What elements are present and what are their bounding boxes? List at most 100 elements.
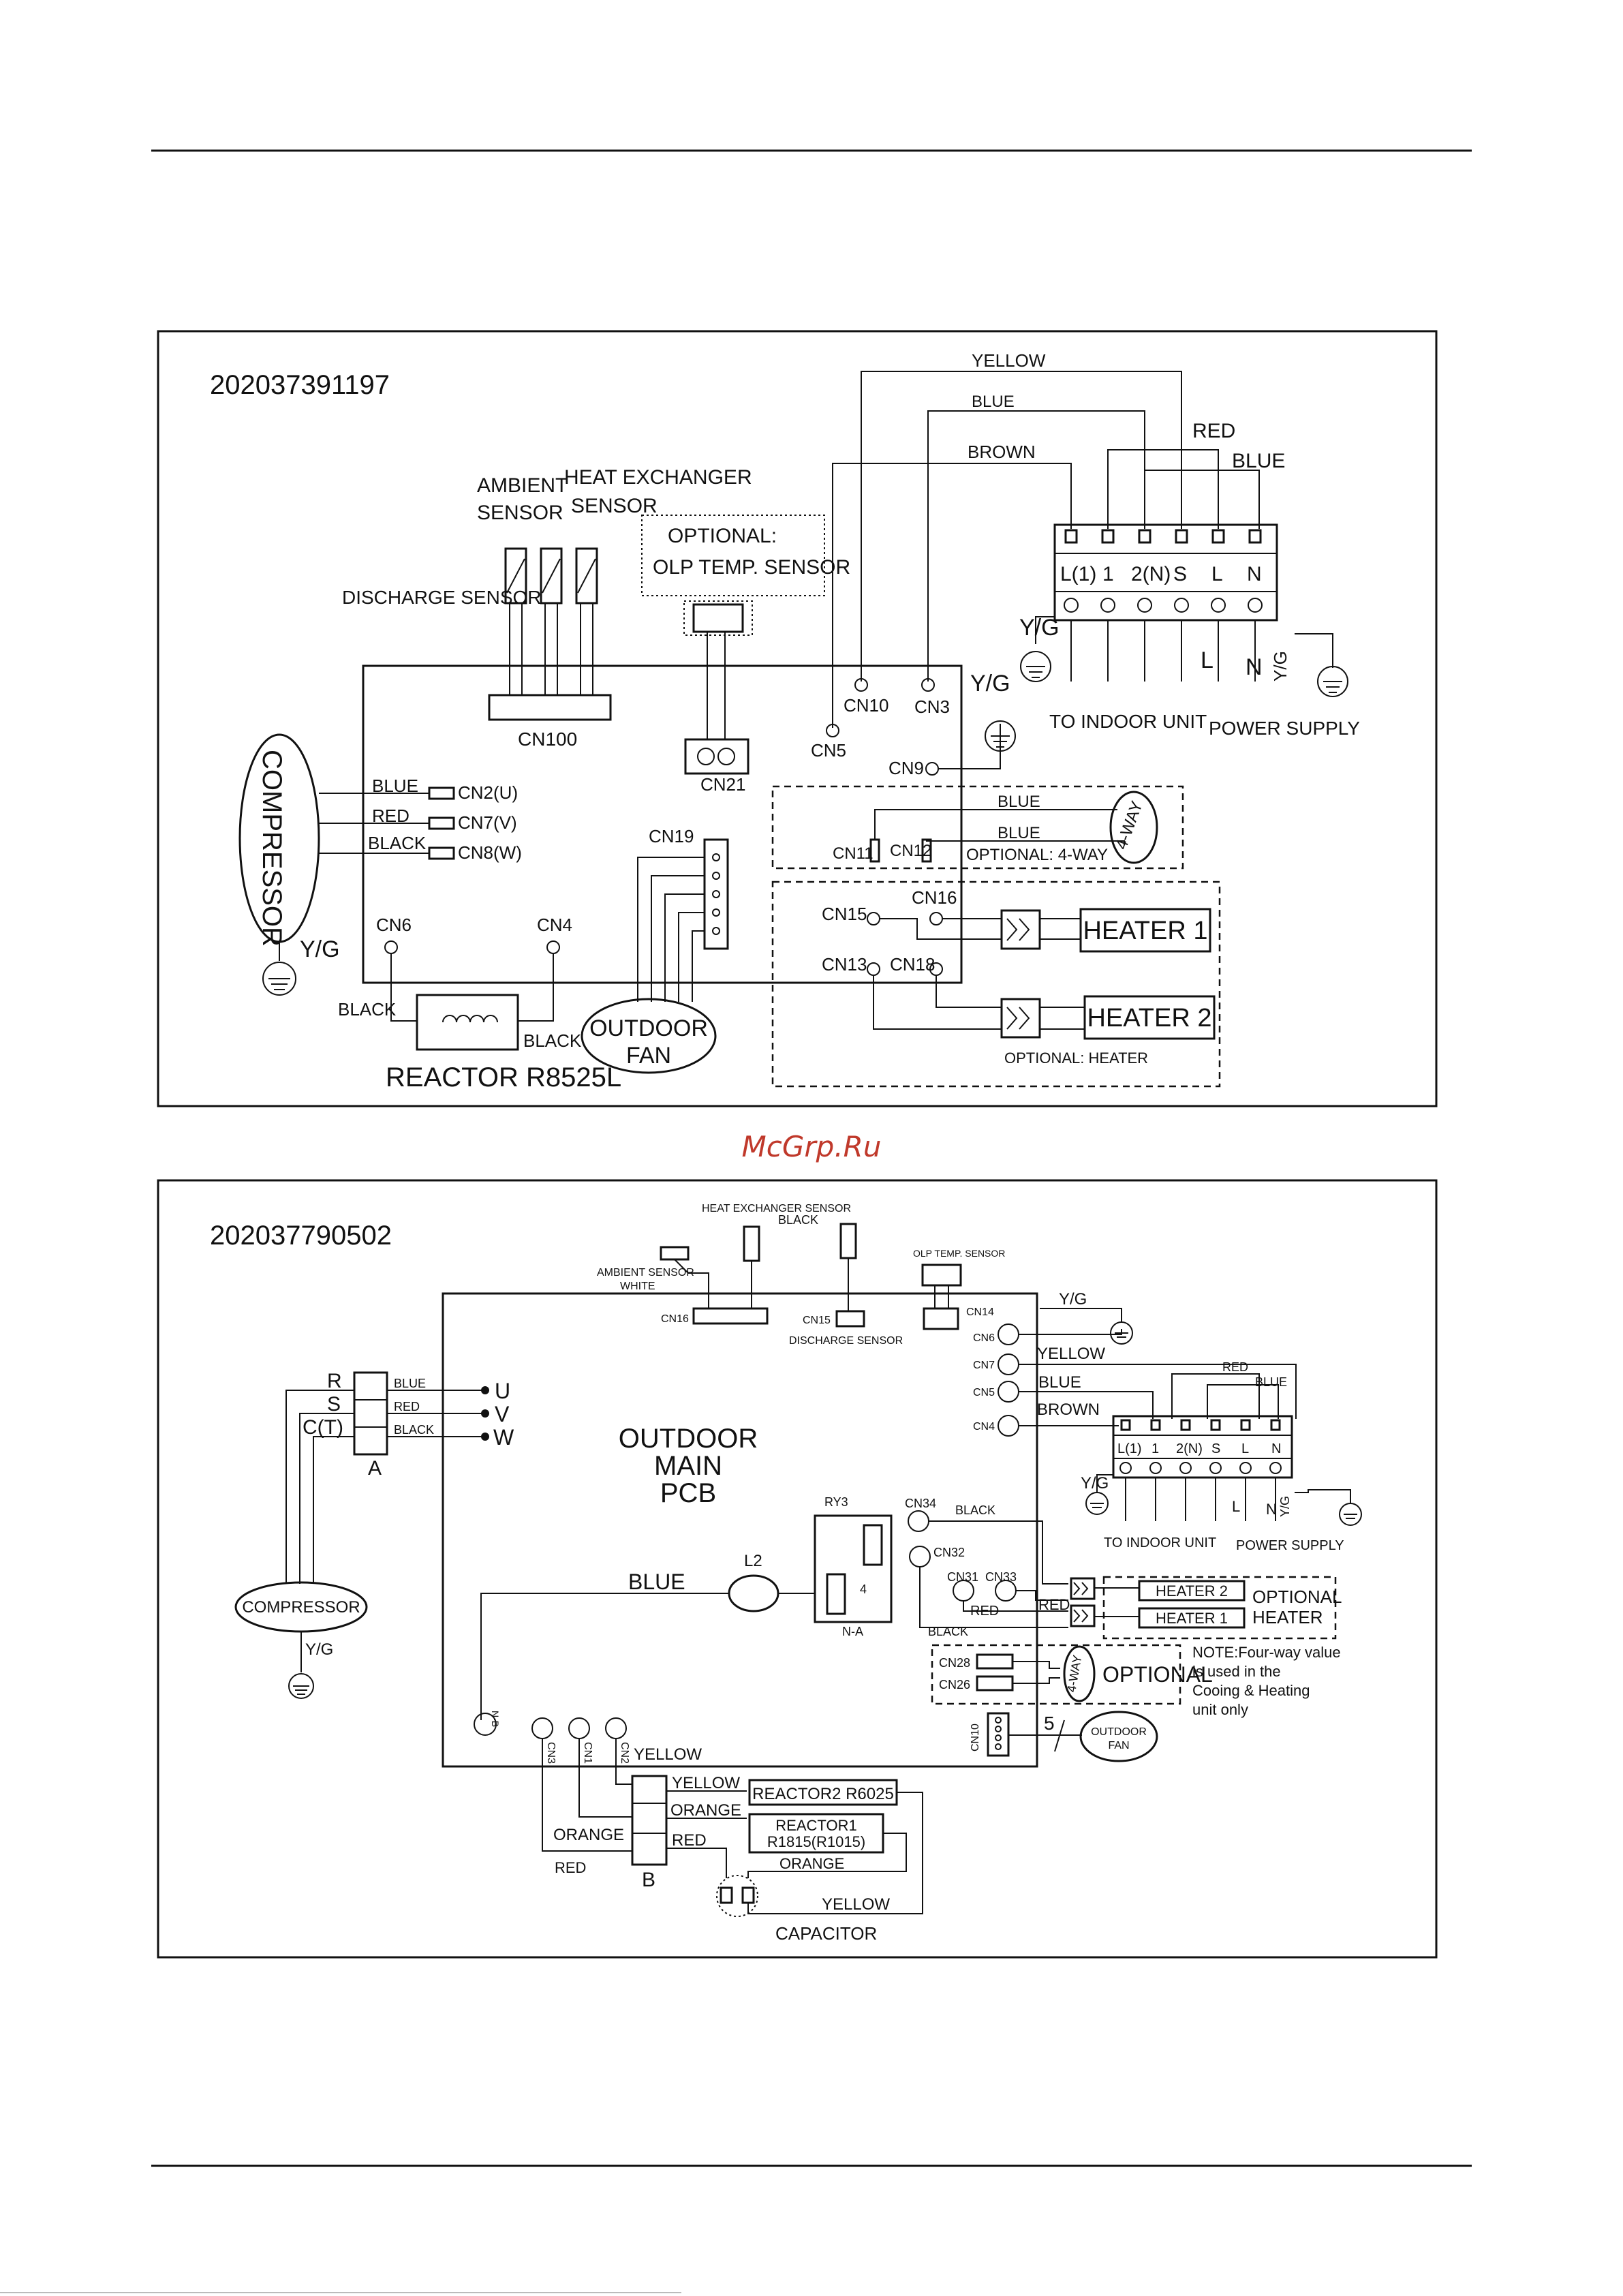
label-black-1: BLACK (338, 999, 397, 1020)
label-cn6-2: CN6 (973, 1332, 995, 1344)
cn5-pin (826, 724, 839, 737)
label-heater-1: HEATER 1 (1083, 917, 1207, 945)
label-outdoor-fan-2b: FAN (1108, 1740, 1129, 1751)
label-blue-right: BLUE (1232, 450, 1285, 472)
label-ps-l-2: L (1232, 1498, 1240, 1515)
label-cn2-u: CN2(U) (458, 782, 518, 803)
label-optional-4way: OPTIONAL: 4-WAY (966, 846, 1108, 864)
reactor-1 (748, 1813, 884, 1854)
terminal2-s: S (1211, 1441, 1220, 1456)
label-w: W (493, 1425, 514, 1450)
ground-icon-comp-2 (288, 1673, 314, 1699)
label-cn10-2: CN10 (970, 1724, 981, 1751)
label-reactor-1a: REACTOR1 (775, 1817, 856, 1834)
nb-pin (474, 1713, 497, 1736)
label-heater-2: HEATER 2 (1087, 1004, 1211, 1032)
wire-brown (832, 463, 1072, 728)
wire-red (1107, 449, 1219, 529)
label-blue-l2: BLUE (628, 1570, 685, 1594)
label-heater-2-b: HEATER 2 (1156, 1582, 1228, 1599)
cn3-pin (921, 678, 935, 692)
label-cn8-w: CN8(W) (458, 842, 522, 863)
label-cn10: CN10 (844, 695, 888, 716)
label-main: MAIN (654, 1451, 722, 1481)
label-optional-4way-2: OPTIONAL (1102, 1662, 1213, 1687)
label-ambient: AMBIENT (477, 474, 568, 497)
optional-4way-box (771, 785, 1184, 870)
label-white: WHITE (620, 1281, 655, 1292)
outdoor-fan-2 (1079, 1711, 1158, 1762)
label-yg-2: Y/G (970, 671, 1010, 697)
heater-relay-2-icon (1070, 1577, 1096, 1600)
label-reactor-1b: R1815(R1015) (767, 1833, 865, 1850)
label-ps-n: N (1246, 654, 1263, 680)
label-yg-ind-2: Y/G (1081, 1474, 1109, 1493)
label-heater-opt-2: HEATER (1252, 1607, 1323, 1627)
label-sensor-1: SENSOR (477, 502, 563, 524)
ground-icon-ps-1 (1317, 666, 1348, 697)
label-power-supply-2: POWER SUPPLY (1236, 1538, 1344, 1553)
label-red-left: RED (555, 1859, 586, 1876)
terminal-1-markers (1064, 529, 1263, 613)
label-cn26: CN26 (939, 1678, 970, 1692)
label-red-v-2: RED (394, 1400, 420, 1413)
label-b: B (642, 1869, 655, 1891)
ground-icon-2 (985, 720, 1016, 752)
pcb-board-1 (362, 664, 963, 984)
olp-optional-box (641, 515, 825, 596)
label-brown-2: BROWN (1037, 1400, 1100, 1419)
cn26-connector (976, 1675, 1014, 1692)
ground-icon-ind-2 (1085, 1492, 1109, 1515)
ground-icon-ps-2 (1339, 1503, 1362, 1526)
optional-heater-box-2 (1102, 1576, 1337, 1640)
label-note-3: Cooing & Heating (1192, 1682, 1310, 1699)
label-cn15-2: CN15 (803, 1315, 831, 1326)
relay-icon-2 (1000, 998, 1041, 1039)
optional-4way-box-2 (931, 1644, 1181, 1705)
capacitor-icon (716, 1875, 758, 1917)
label-nb: N-B (490, 1711, 501, 1727)
label-four: 4 (860, 1582, 867, 1596)
label-outdoor: OUTDOOR (589, 1015, 708, 1041)
outdoor-fan-1 (581, 998, 717, 1074)
label-cn19: CN19 (649, 826, 694, 846)
relay-icon-1 (1000, 909, 1041, 950)
cn6-2-pin (998, 1323, 1019, 1345)
label-ct: C(T) (303, 1416, 343, 1439)
heater-1-b (1138, 1607, 1246, 1629)
inductor-icon (442, 1015, 498, 1023)
diagram-1-id: 202037391197 (210, 370, 390, 400)
label-red-heat: RED (970, 1604, 999, 1619)
label-cn6: CN6 (376, 915, 412, 935)
label-4way-2: 4-WAY (1064, 1654, 1084, 1694)
label-compressor-1: COMPRESSOR (257, 750, 287, 947)
label-cn16-2: CN16 (661, 1313, 689, 1325)
label-cn21: CN21 (700, 774, 745, 795)
label-fan: FAN (626, 1043, 671, 1069)
label-to-indoor-unit: TO INDOOR UNIT (1049, 711, 1207, 732)
cn7-2-pin (998, 1353, 1019, 1375)
label-yg-3: Y/G (300, 936, 340, 962)
label-4way-1: 4-WAY (1112, 799, 1146, 852)
diagram-2: 202037790502 OUTDOOR MAIN PCB HEAT EXCHA… (157, 1179, 1438, 1959)
four-way-valve-2-icon (1063, 1645, 1096, 1702)
label-cn5: CN5 (811, 740, 846, 761)
label-r: R (327, 1370, 342, 1392)
olp-sensor-2-icon (921, 1264, 962, 1287)
label-yg-1: Y/G (1019, 615, 1060, 641)
label-cn28: CN28 (939, 1656, 970, 1670)
terminal-1: 1 (1102, 563, 1114, 585)
reactor-2 (748, 1779, 898, 1806)
label-note-4: unit only (1192, 1701, 1248, 1718)
terminal-s: S (1173, 563, 1187, 585)
label-orange-r: ORANGE (779, 1855, 844, 1872)
cn2-2-pin (605, 1717, 627, 1739)
label-ps-n-2: N (1266, 1501, 1277, 1518)
label-note-1: NOTE:Four-way value (1192, 1644, 1341, 1661)
terminal-l: L (1211, 563, 1223, 585)
cn32-pin (909, 1546, 931, 1567)
label-heater-1-b: HEATER 1 (1156, 1610, 1228, 1627)
label-blue-4way-2: BLUE (998, 824, 1040, 842)
label-v: V (495, 1402, 510, 1426)
